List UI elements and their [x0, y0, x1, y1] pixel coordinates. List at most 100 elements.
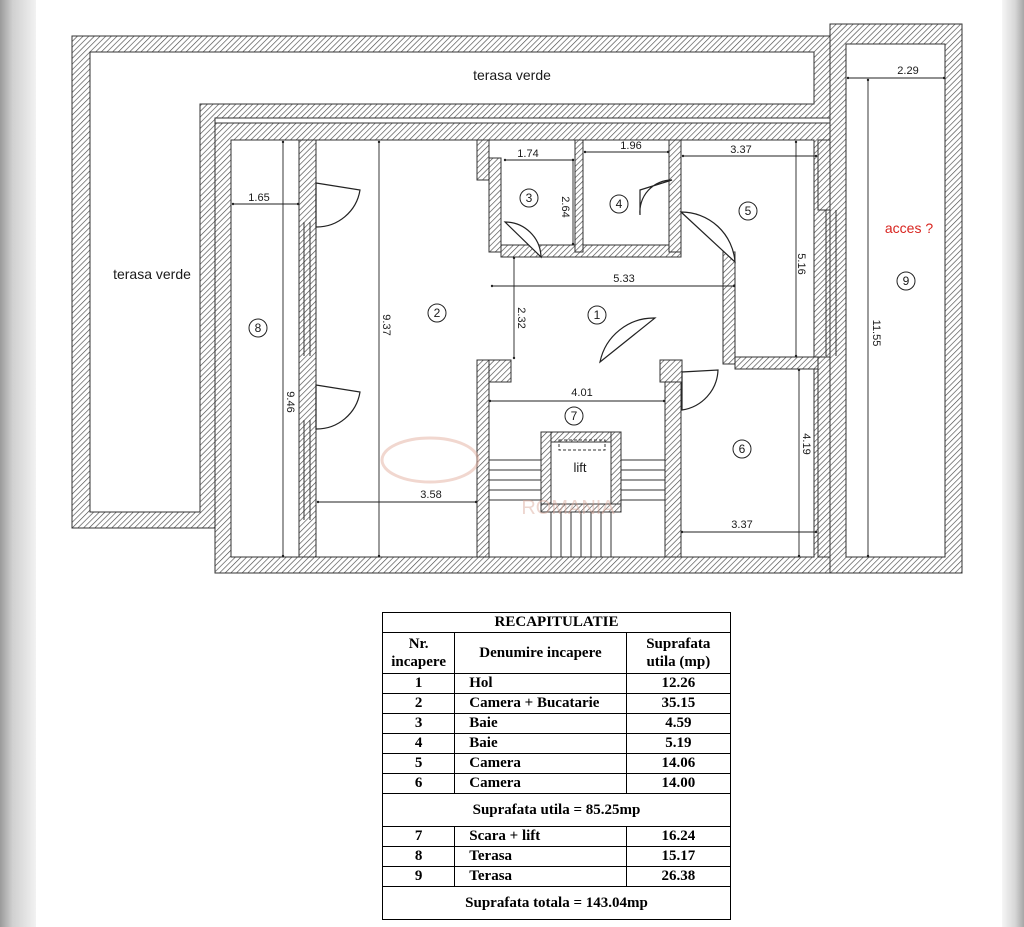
recap-title: RECAPITULATIE [382, 612, 731, 633]
room-9-marker [896, 271, 916, 291]
dim-1-65: 1.65 [248, 192, 269, 204]
row-area: 15.17 [625, 846, 732, 867]
row-area: 14.06 [625, 753, 732, 774]
door-room8-bottom [315, 384, 361, 430]
door-hall [599, 317, 657, 364]
room-7-number: 7 [571, 409, 578, 423]
header-area-line1: Suprafata [646, 636, 711, 652]
stairs [489, 439, 665, 557]
room-8-number: 8 [255, 321, 262, 335]
dimension-lines [231, 76, 946, 558]
room-5-number: 5 [745, 204, 752, 218]
dim-5-33: 5.33 [613, 273, 634, 285]
room-markers [248, 188, 916, 459]
photo-right-edge [1002, 0, 1024, 927]
terrace-outer-wall [71, 35, 831, 529]
dim-4-01: 4.01 [571, 387, 592, 399]
header-nr-line1: Nr. [408, 636, 429, 652]
room-2-number: 2 [434, 306, 441, 320]
row-area: 12.26 [625, 673, 732, 694]
subtotal-row: Suprafata utila = 85.25mp [382, 793, 731, 827]
door-room5 [679, 211, 736, 264]
row-nr: 1 [381, 673, 456, 694]
window-lines [303, 210, 837, 520]
dim-3-37-top: 3.37 [730, 144, 751, 156]
terrace-top-label: terasa verde [473, 67, 551, 83]
dim-9-37: 9.37 [380, 314, 392, 335]
dim-5-16: 5.16 [795, 253, 807, 274]
room-7-marker [564, 406, 584, 426]
dim-3-58: 3.58 [420, 489, 441, 501]
lift-label: lift [574, 460, 587, 475]
walls [71, 23, 963, 574]
row-area: 16.24 [625, 826, 732, 847]
photo-left-edge [0, 0, 36, 927]
row-nr: 2 [381, 693, 456, 714]
room-8-marker [248, 318, 268, 338]
row-area: 35.15 [625, 693, 732, 714]
dim-2-29: 2.29 [897, 65, 918, 77]
room-2-marker [427, 303, 447, 323]
dim-2-32: 2.32 [515, 307, 527, 328]
row-nr: 7 [381, 826, 456, 847]
room-4-number: 4 [616, 197, 623, 211]
room-3-marker [519, 188, 539, 208]
row-area: 5.19 [625, 733, 732, 754]
row-nr: 3 [381, 713, 456, 734]
dim-3-37-bottom: 3.37 [731, 519, 752, 531]
row-name: Baie [454, 713, 627, 734]
watermark: ROMANIA [380, 436, 615, 519]
dim-11-55: 11.55 [870, 320, 882, 347]
row-name: Baie [454, 733, 627, 754]
total-text: Suprafata totala = 143.04mp [382, 886, 731, 920]
room-1-number: 1 [594, 308, 601, 322]
doors [315, 179, 736, 430]
row-name: Camera [454, 753, 627, 774]
subtotal-text: Suprafata utila = 85.25mp [382, 793, 731, 827]
row-name: Terasa [454, 866, 627, 887]
room-5-marker [738, 201, 758, 221]
row-nr: 5 [381, 753, 456, 774]
room-3-number: 3 [526, 191, 533, 205]
access-annotation: acces ? [885, 220, 933, 236]
row-nr: 6 [381, 773, 456, 794]
row-nr: 9 [381, 866, 456, 887]
row-name: Camera [454, 773, 627, 794]
row-name: Scara + lift [454, 826, 627, 847]
header-nr: Nr. incapere [381, 632, 456, 674]
room-4-marker [609, 194, 629, 214]
header-nr-line2: incapere [391, 654, 446, 670]
row-area: 4.59 [625, 713, 732, 734]
room-9-number: 9 [903, 274, 910, 288]
terrace-left-label: terasa verde [113, 266, 191, 282]
row-nr: 8 [381, 846, 456, 867]
row-area: 26.38 [625, 866, 732, 887]
row-name: Camera + Bucatarie [454, 693, 627, 714]
dim-4-19: 4.19 [800, 433, 812, 454]
dim-9-46: 9.46 [284, 391, 296, 412]
room-6-number: 6 [739, 442, 746, 456]
dim-1-74: 1.74 [517, 148, 538, 160]
watermark-text: ROMANIA [521, 497, 615, 519]
row-name: Hol [454, 673, 627, 694]
room-1-marker [587, 305, 607, 325]
interior-walls [298, 139, 831, 558]
total-row: Suprafata totala = 143.04mp [382, 886, 731, 920]
header-name: Denumire incapere [454, 632, 627, 674]
dim-1-96: 1.96 [620, 140, 641, 152]
recap-title-row: RECAPITULATIE [382, 612, 731, 633]
row-nr: 4 [381, 733, 456, 754]
terrace-9-wall [829, 23, 963, 574]
door-bath4 [639, 179, 673, 216]
row-name: Terasa [454, 846, 627, 867]
